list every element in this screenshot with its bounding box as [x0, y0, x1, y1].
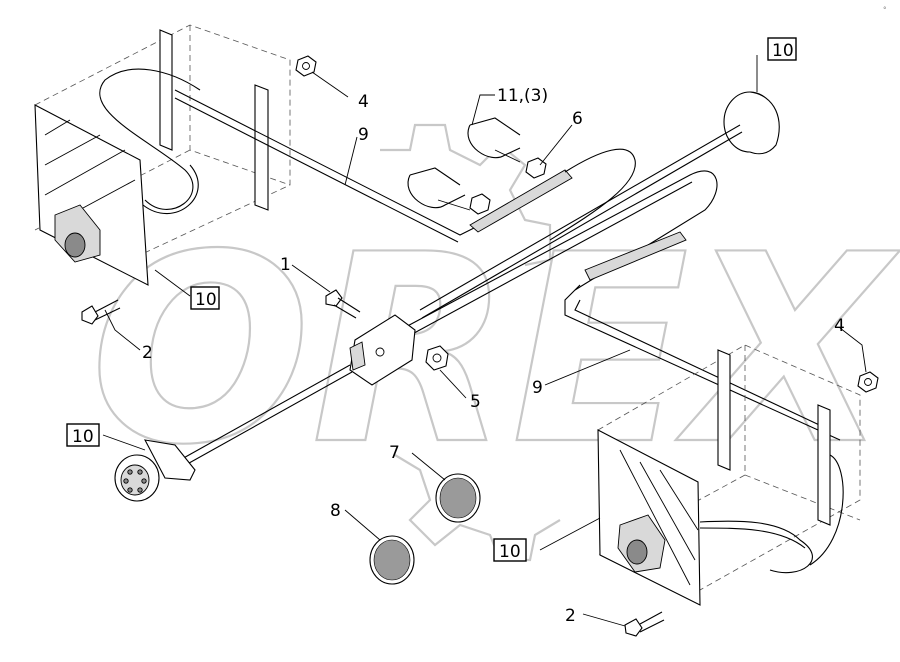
callout-6: 6 [572, 109, 583, 129]
callout-5: 5 [470, 392, 481, 412]
u-bolt [467, 117, 521, 159]
bracket-bar [254, 84, 269, 211]
bracket-bar [817, 404, 831, 526]
harness [399, 170, 841, 441]
callout-2-right: 2 [565, 606, 576, 626]
hex-nut [525, 157, 547, 179]
bracket-bar [159, 29, 173, 151]
cable-sleeve [584, 231, 687, 281]
u-bolt [407, 167, 466, 209]
reflector-7 [435, 473, 481, 523]
callout-7: 7 [389, 443, 400, 463]
plug-assembly [114, 364, 353, 502]
reflector-8 [369, 535, 415, 585]
left-lamp-assembly [34, 24, 636, 286]
cable-sleeve [469, 169, 573, 233]
u-bolts [407, 117, 547, 215]
right-lamp-assembly [597, 344, 861, 606]
callout-2-left: 2 [142, 343, 153, 363]
svg-text:OREX: OREX [90, 200, 900, 502]
callout-10-plug: 10 [72, 427, 94, 447]
round-lamp [419, 91, 780, 319]
bolt-1 [325, 289, 361, 319]
hex-nut-4-upper [295, 55, 317, 77]
callout-9-lower: 9 [532, 378, 543, 398]
callouts: 4 9 11,(3) 6 10 10 1 2 4 5 9 10 7 8 10 2 [66, 37, 845, 626]
junction-box [349, 314, 416, 386]
hex-nut-4-right [857, 371, 879, 393]
bolt-2-right [624, 611, 665, 637]
bracket-bar [717, 349, 731, 471]
callout-1: 1 [280, 255, 291, 275]
hex-nut [469, 193, 491, 215]
callout-4-upper: 4 [358, 92, 369, 112]
callout-8: 8 [330, 501, 341, 521]
callout-11: 11,(3) [497, 86, 548, 106]
callout-10-round-lamp: 10 [772, 41, 794, 61]
callout-9-upper: 9 [358, 125, 369, 145]
callout-10-right-lamp: 10 [499, 542, 521, 562]
callout-10-left-lamp: 10 [195, 290, 217, 310]
watermark-text: OREX [89, 199, 900, 503]
leader-lines [102, 55, 867, 627]
hex-nut-5 [425, 345, 449, 371]
watermark: OREX [89, 123, 900, 562]
corner-mark: ° [883, 6, 887, 14]
callout-4-right: 4 [834, 316, 845, 336]
